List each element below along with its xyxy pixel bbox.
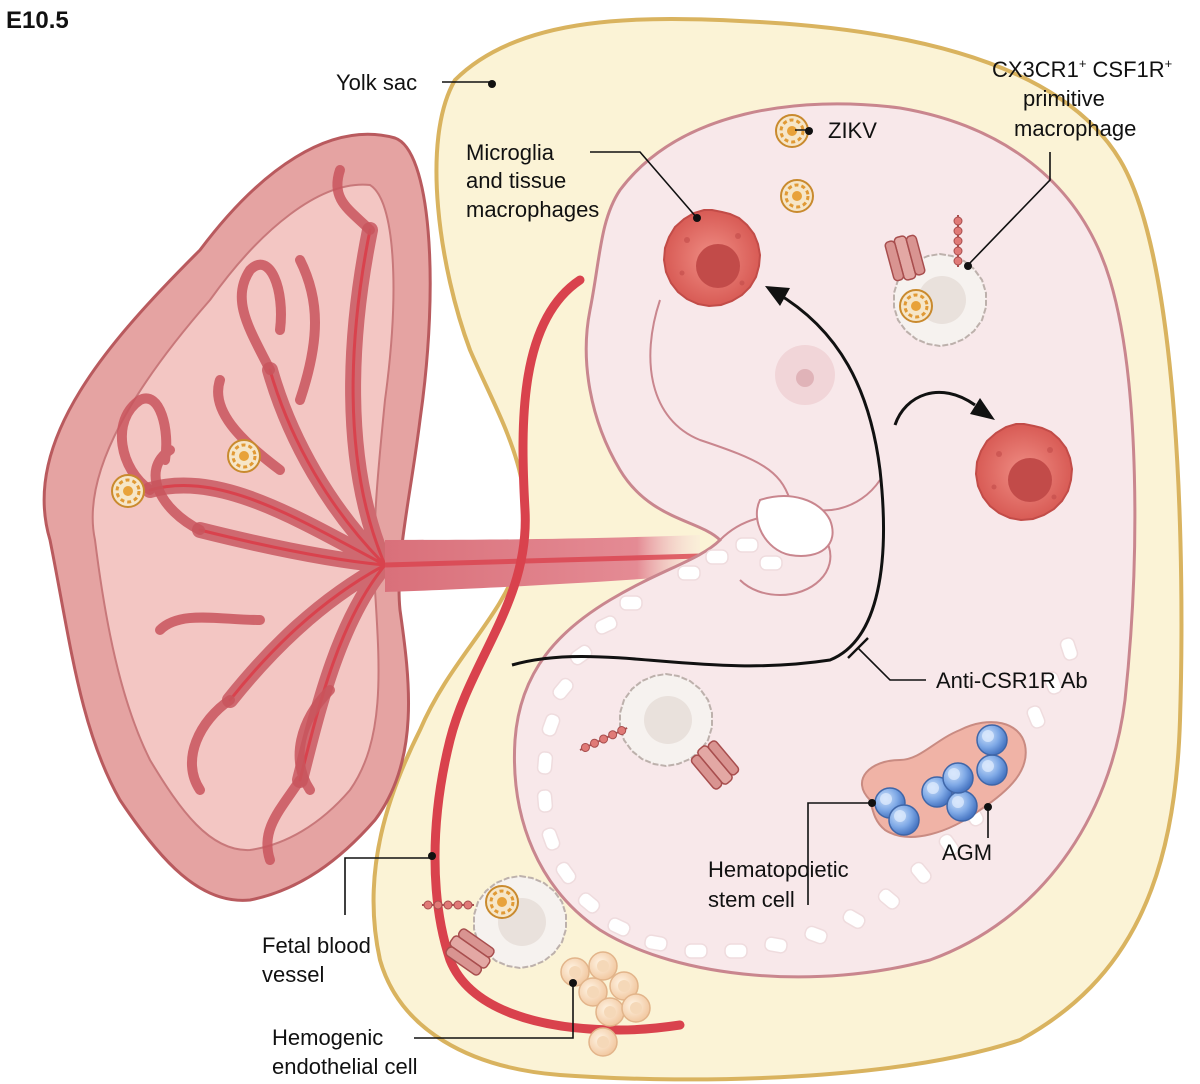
agm-region bbox=[860, 721, 1027, 838]
label-primitive-macrophage-1: CX3CR1+ CSF1R+ bbox=[992, 56, 1172, 82]
label-fetal-vessel-1: Fetal blood bbox=[262, 933, 371, 958]
placenta bbox=[42, 132, 432, 902]
label-hsc-1: Hematopoietic bbox=[708, 857, 849, 882]
label-hemogenic-2: endothelial cell bbox=[272, 1054, 418, 1079]
label-microglia-2: and tissue bbox=[466, 168, 566, 193]
label-microglia-1: Microglia bbox=[466, 140, 555, 165]
label-agm: AGM bbox=[942, 840, 992, 865]
arrowhead-right bbox=[970, 398, 995, 420]
label-hsc-2: stem cell bbox=[708, 887, 795, 912]
label-primitive-macrophage-2: primitive bbox=[1023, 86, 1105, 111]
migration-arrow-up bbox=[511, 290, 885, 668]
label-fetal-vessel-2: vessel bbox=[262, 962, 324, 987]
fetal-blood-vessel bbox=[430, 275, 685, 1035]
arrowhead-up bbox=[765, 286, 790, 306]
label-zikv: ZIKV bbox=[828, 118, 877, 143]
label-anti-csf1r: Anti-CSR1R Ab bbox=[936, 668, 1088, 693]
tissue-macrophage bbox=[975, 423, 1073, 521]
inhibitor-line bbox=[857, 647, 926, 681]
label-yolk-sac: Yolk sac bbox=[336, 70, 417, 95]
stage-label: E10.5 bbox=[6, 7, 69, 34]
label-hemogenic-1: Hemogenic bbox=[272, 1025, 383, 1050]
migration-arrow-right bbox=[893, 390, 976, 426]
label-primitive-macrophage-3: macrophage bbox=[1014, 116, 1136, 141]
label-microglia-3: macrophages bbox=[466, 197, 599, 222]
microglia-macrophage bbox=[663, 209, 761, 307]
umbilical-cord bbox=[385, 535, 700, 592]
